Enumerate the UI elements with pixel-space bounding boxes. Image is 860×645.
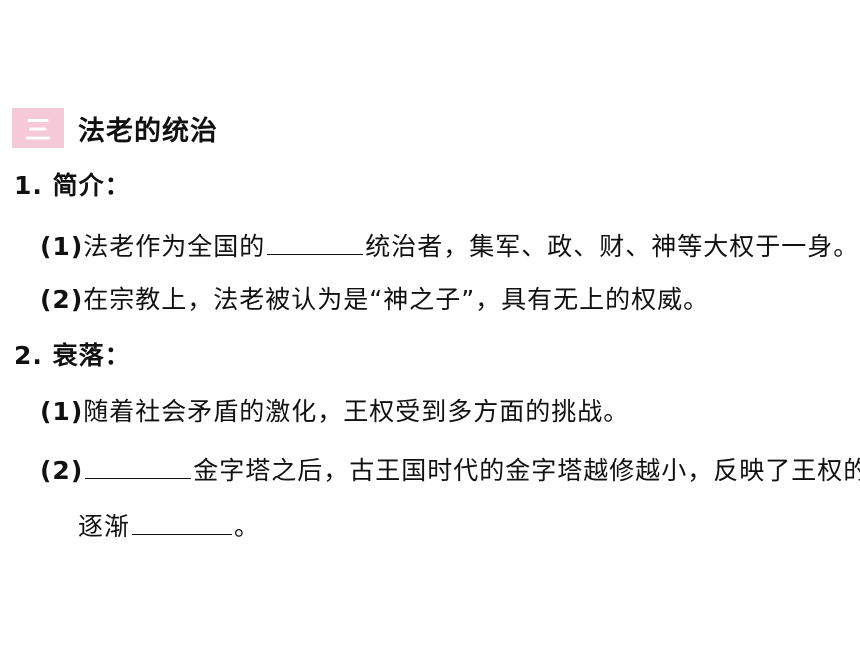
item-2-2-continuation: 逐渐 。 [78, 508, 260, 543]
item-2-2: (2) 金字塔之后，古王国时代的金字塔越修越小，反映了王权的 [40, 452, 860, 487]
item-1-1: (1)法老作为全国的 统治者，集军、政、财、神等大权于一身。 [40, 228, 859, 263]
item-2-2-cont-after: 。 [234, 512, 261, 541]
item-2-2-number: (2) [40, 456, 84, 485]
fill-blank-3[interactable] [132, 508, 233, 535]
section-number-badge: 三 [12, 108, 64, 148]
fill-blank-2[interactable] [85, 452, 192, 479]
item-2-1-text: 随着社会矛盾的激化，王权受到多方面的挑战。 [83, 397, 630, 426]
section-title: 法老的统治 [78, 115, 218, 147]
section-header: 三 法老的统治 [12, 106, 218, 150]
fill-blank-1[interactable] [267, 228, 364, 255]
item-2-2-cont-before: 逐渐 [78, 512, 131, 541]
item-2-2-text-after: 金字塔之后，古王国时代的金字塔越修越小，反映了王权的 [193, 456, 860, 485]
item-1-2-number: (2) [40, 285, 84, 314]
item-2-1: (1)随着社会矛盾的激化，王权受到多方面的挑战。 [40, 396, 629, 428]
item-1-1-text-before: 法老作为全国的 [83, 232, 266, 261]
item-1-2-text: 在宗教上，法老被认为是“神之子”，具有无上的权威。 [83, 285, 710, 314]
item-1-1-text-after: 统治者，集军、政、财、神等大权于一身。 [365, 232, 860, 261]
item-1-1-number: (1) [40, 232, 84, 261]
item-2-heading: 2. 衰落： [14, 341, 131, 370]
item-1-2: (2)在宗教上，法老被认为是“神之子”，具有无上的权威。 [40, 284, 709, 316]
item-2-1-number: (1) [40, 397, 84, 426]
item-1-heading: 1. 简介： [14, 171, 131, 200]
